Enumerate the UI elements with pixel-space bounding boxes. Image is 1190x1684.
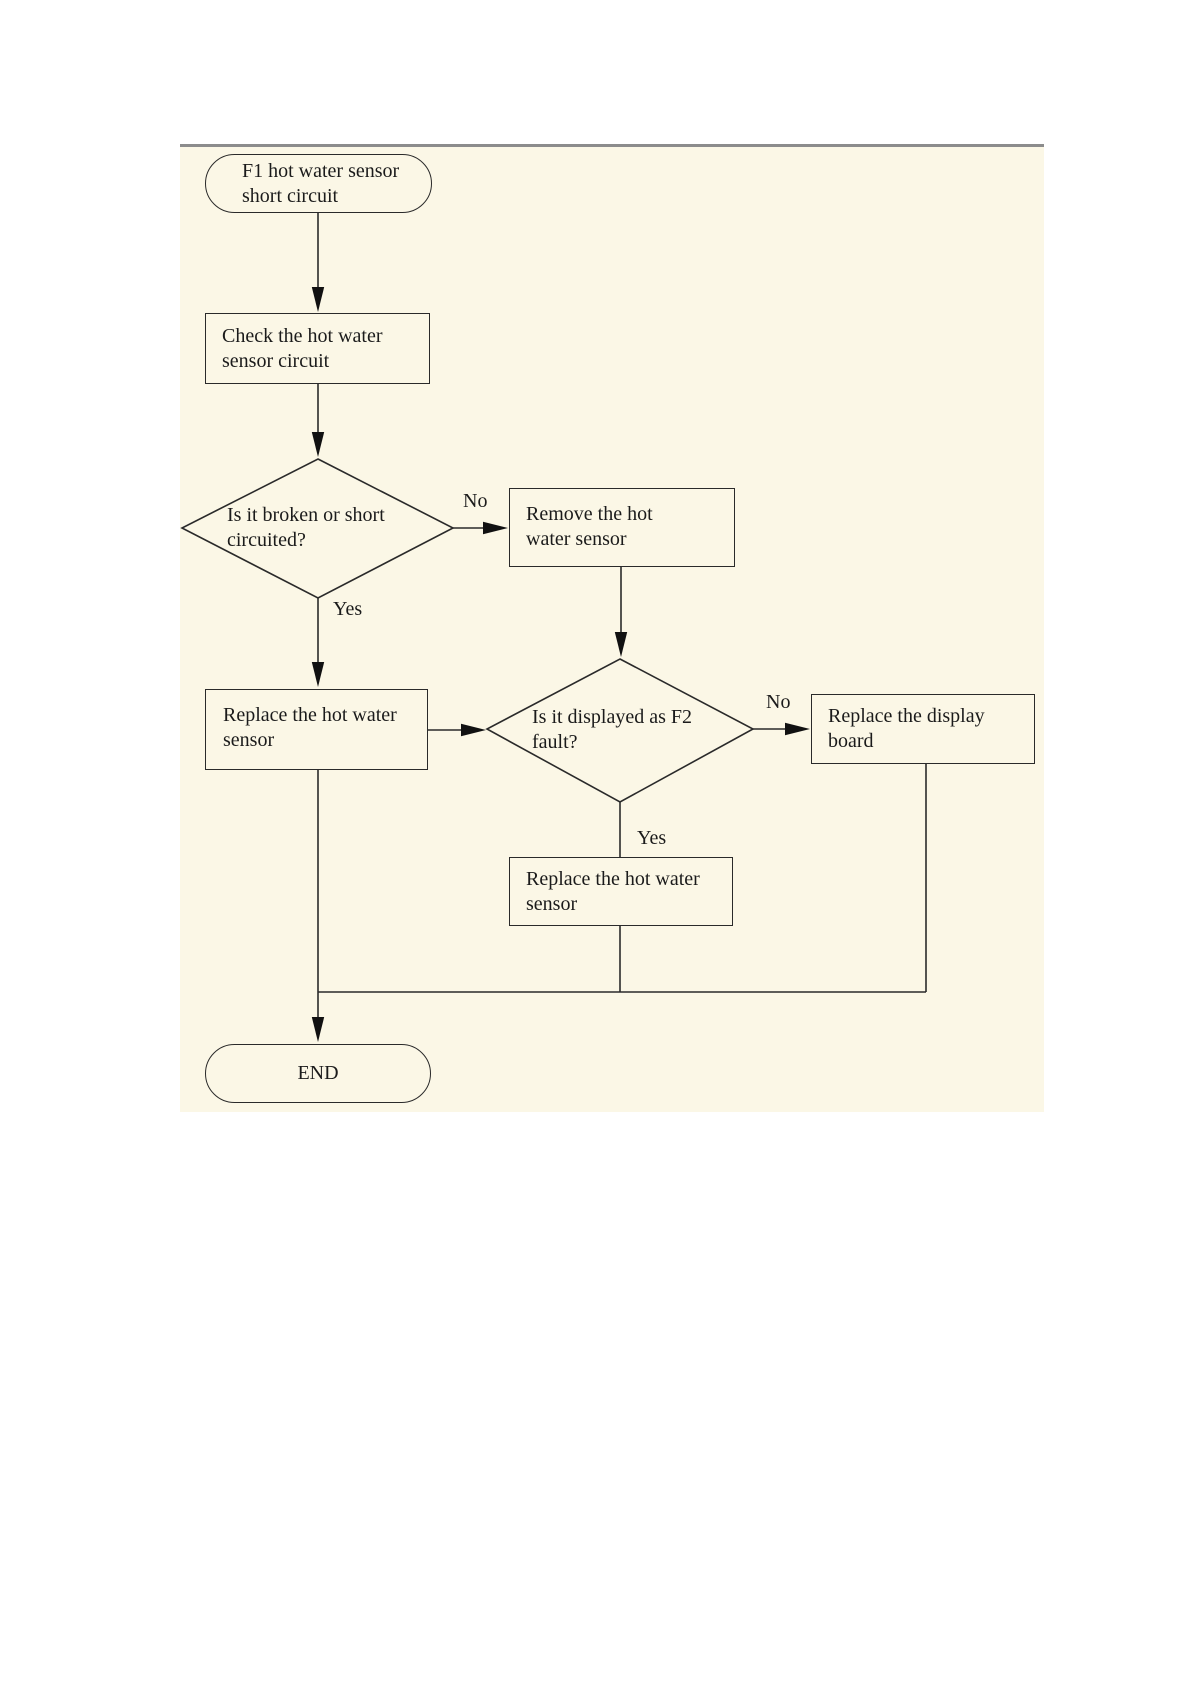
decision2-no-label: No <box>766 691 791 713</box>
end-node: END <box>205 1044 431 1103</box>
replace-display-label: Replace the display board <box>828 705 985 752</box>
start-node-label: F1 hot water sensor short circuit <box>242 160 400 207</box>
decision2-label: Is it displayed as F2 fault? <box>532 706 692 753</box>
decision2-yes-label: Yes <box>637 827 667 849</box>
top-divider-line <box>180 144 1044 147</box>
remove-node: Remove the hot water sensor <box>509 488 735 567</box>
replace-sensor-node-1: Replace the hot water sensor <box>205 689 428 770</box>
replace-sensor-node-2: Replace the hot water sensor <box>509 857 733 926</box>
end-node-label: END <box>297 1062 339 1084</box>
decision1-no-label: No <box>463 490 488 512</box>
arrowhead <box>461 723 486 737</box>
replace-sensor-1-label: Replace the hot water sensor <box>223 704 397 751</box>
arrowhead <box>311 287 325 312</box>
start-node: F1 hot water sensor short circuit <box>205 154 432 213</box>
decision2-diamond <box>485 658 755 803</box>
replace-sensor-2-label: Replace the hot water sensor <box>526 868 700 915</box>
arrowhead <box>311 662 325 687</box>
decision1-label: Is it broken or short circuited? <box>227 504 385 551</box>
replace-display-node: Replace the display board <box>811 694 1035 764</box>
flowchart-panel <box>180 147 1044 1112</box>
remove-node-label: Remove the hot water sensor <box>526 503 653 550</box>
arrowhead <box>785 722 810 736</box>
arrowhead <box>614 632 628 657</box>
decision1-yes-label: Yes <box>333 598 363 620</box>
arrowhead <box>311 1017 325 1042</box>
arrowhead <box>483 521 508 535</box>
arrowhead <box>311 432 325 457</box>
check-node: Check the hot water sensor circuit <box>205 313 430 384</box>
decision1-diamond <box>180 458 455 599</box>
check-node-label: Check the hot water sensor circuit <box>222 325 383 372</box>
